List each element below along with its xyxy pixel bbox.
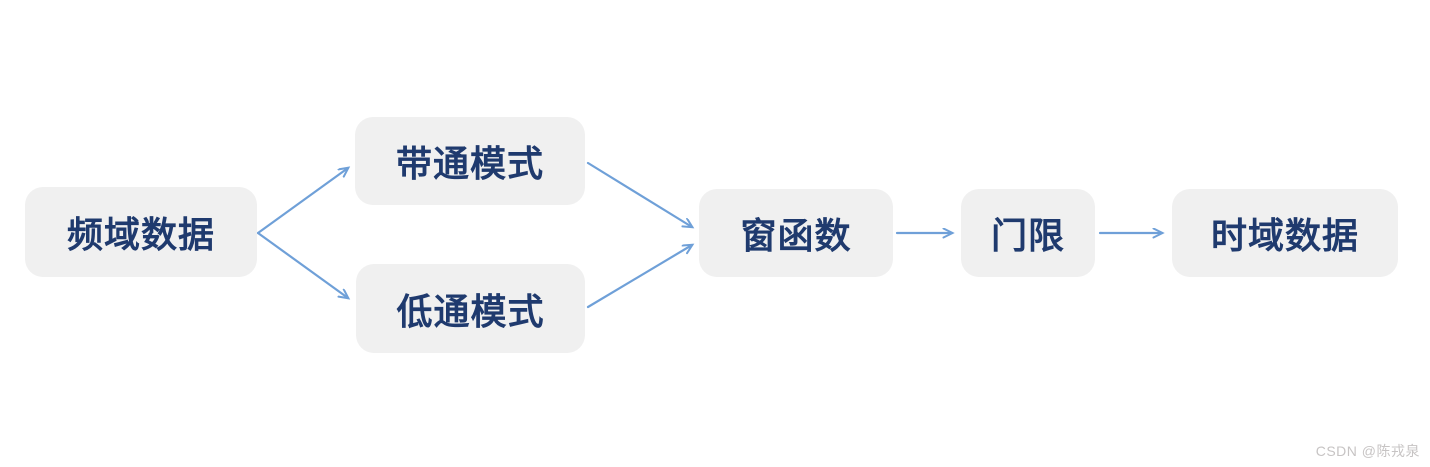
csdn-watermark: CSDN @陈戎泉 xyxy=(1315,443,1420,459)
arrow-bandpass-to-window xyxy=(586,161,692,227)
node-label: 带通模式 xyxy=(395,143,544,184)
node-frequency-domain-data: 频域数据 xyxy=(25,187,257,277)
node-bandpass-mode: 带通模式 xyxy=(355,117,585,205)
node-window-function: 窗函数 xyxy=(699,189,893,277)
node-label: 门限 xyxy=(990,215,1065,256)
arrow-freq-to-bandpass xyxy=(256,168,348,235)
node-threshold: 门限 xyxy=(961,189,1095,277)
node-label: 窗函数 xyxy=(740,215,852,256)
node-label: 时域数据 xyxy=(1210,215,1359,256)
arrow-freq-to-lowpass xyxy=(256,231,348,298)
node-label: 低通模式 xyxy=(396,290,545,332)
node-label: 频域数据 xyxy=(66,214,215,255)
node-time-domain-data: 时域数据 xyxy=(1172,189,1398,277)
arrow-lowpass-to-window xyxy=(586,245,692,309)
node-lowpass-mode: 低通模式 xyxy=(356,264,585,353)
